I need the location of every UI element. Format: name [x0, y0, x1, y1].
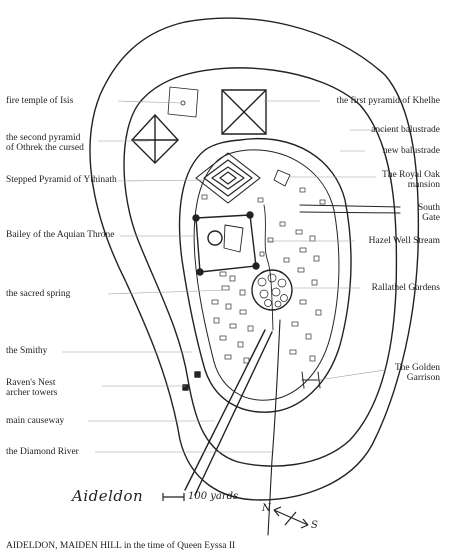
label-south-gate-line1: South	[417, 203, 440, 213]
label-second-pyramid-line1: the second pyramid	[6, 133, 81, 143]
label-sacred-spring: the sacred spring	[6, 289, 71, 299]
compass-arrow	[273, 506, 309, 529]
label-smithy: the Smithy	[6, 346, 48, 356]
bailey-tower-sw	[196, 268, 204, 276]
ravens-nest-tower-2	[194, 371, 201, 378]
label-ancient-balustrade: ancient balustrade	[371, 125, 440, 135]
main-causeway-left	[184, 329, 266, 491]
hazel-well-stream	[263, 204, 274, 331]
label-second-pyramid: the second pyramid of Othrek the cursed	[6, 133, 84, 153]
diamond-river	[267, 319, 281, 536]
signature: Aideldon	[72, 487, 144, 505]
label-stepped-pyramid: Stepped Pyramid of Ythinath	[6, 175, 117, 185]
stepped-pyramid	[195, 152, 261, 204]
label-golden-garrison: The Golden Garrison	[395, 363, 440, 383]
label-diamond-river: the Diamond River	[6, 447, 79, 457]
bailey-tower-se	[252, 262, 260, 270]
label-rallathel: Rallathel Gardens	[371, 283, 440, 293]
label-second-pyramid-line2: of Othrek the cursed	[6, 143, 84, 153]
south-gate-road	[299, 204, 401, 214]
bailey	[195, 214, 257, 273]
scale-label: 100 yards	[188, 491, 239, 502]
compass-n: N	[262, 503, 271, 514]
bailey-tower-nw	[192, 214, 200, 222]
town-buildings	[201, 187, 326, 364]
new-balustrade	[178, 138, 352, 413]
inner-terrace	[193, 149, 340, 401]
map-caption: AIDELDON, MAIDEN HILL in the time of Que…	[6, 541, 236, 551]
first-pyramid-diagonals	[221, 89, 267, 135]
label-main-causeway: main causeway	[6, 416, 65, 426]
main-causeway-right	[194, 331, 273, 496]
label-hazel-well: Hazel Well Stream	[368, 236, 440, 246]
garden-trees	[257, 273, 288, 308]
label-first-pyramid: the first pyramid of Khelhe	[336, 96, 440, 106]
label-golden-garrison-line1: The Golden	[394, 363, 440, 373]
ancient-balustrade	[123, 67, 398, 467]
label-bailey: Bailey of the Aquian Throne	[6, 230, 115, 240]
compass-s: S	[311, 520, 318, 531]
royal-oak-mansion	[273, 169, 291, 187]
leader-lines	[62, 100, 392, 453]
first-pyramid	[221, 89, 267, 135]
label-ravens-nest-line1: Raven's Nest	[6, 378, 56, 388]
label-south-gate: South Gate	[418, 203, 440, 223]
scale-bar	[162, 493, 185, 501]
second-pyramid-diagonals	[131, 114, 179, 164]
golden-garrison	[301, 371, 321, 389]
label-fire-temple: fire temple of Isis	[6, 96, 74, 106]
bailey-hall	[223, 224, 244, 253]
label-ravens-nest: Raven's Nest archer towers	[6, 378, 57, 398]
label-ravens-nest-line2: archer towers	[6, 388, 58, 398]
bailey-keep	[207, 230, 223, 246]
label-royal-oak-line2: mansion	[407, 180, 440, 190]
label-royal-oak-line1: The Royal Oak	[381, 170, 440, 180]
fire-temple	[167, 86, 199, 118]
label-new-balustrade: new balustrade	[382, 146, 440, 156]
label-south-gate-line2: Gate	[422, 213, 440, 223]
label-golden-garrison-line2: Garrison	[406, 373, 440, 383]
label-royal-oak: The Royal Oak mansion	[382, 170, 440, 190]
bailey-tower-ne	[246, 211, 254, 219]
ravens-nest-tower-1	[182, 384, 189, 391]
